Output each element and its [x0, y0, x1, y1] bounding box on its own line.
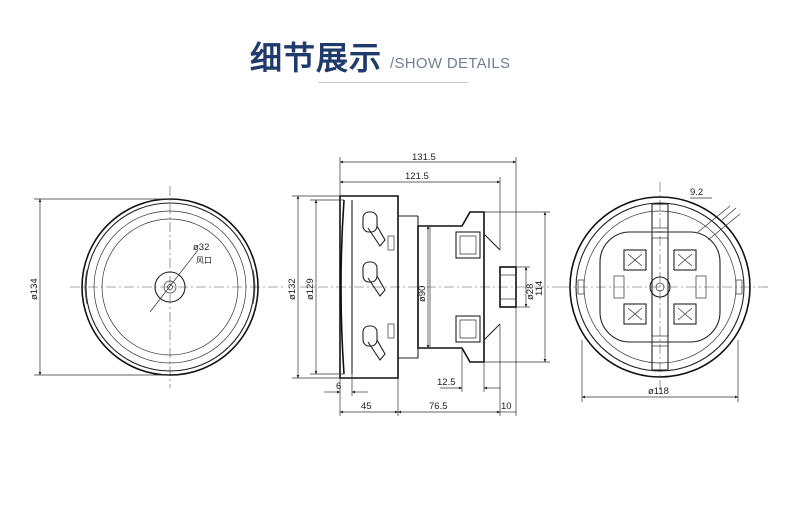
dim-12-5-label: 12.5 — [437, 377, 456, 388]
diameter-90-label: ø90 — [417, 286, 428, 302]
blade-slot-1 — [362, 211, 386, 247]
front-view: ø32 风口 ø134 — [29, 186, 286, 388]
dim-9-2-label: 9.2 — [690, 187, 703, 198]
diameter-118-label: ø118 — [648, 386, 669, 397]
brush-holder-bl — [623, 303, 647, 325]
diameter-28-label: ø28 — [525, 284, 536, 300]
dim-45-label: 45 — [361, 401, 372, 412]
diameter-129-label: ø129 — [305, 278, 316, 300]
brush-holder-tl — [623, 249, 647, 271]
diameter-132-label: ø132 — [287, 278, 298, 300]
brush-holder-tr — [673, 249, 697, 271]
length-body-label: 121.5 — [405, 171, 429, 182]
header-underline — [318, 82, 468, 83]
section-title-cn: 细节展示 — [250, 39, 383, 77]
brush-holder-br — [673, 303, 697, 325]
dim-10-label: 10 — [501, 401, 512, 412]
outer-diameter-label: ø134 — [29, 278, 40, 300]
dim-6-label: 6 — [336, 381, 341, 392]
blade-slot-3 — [362, 325, 386, 361]
length-total-label: 131.5 — [412, 152, 436, 163]
dim-76-5-label: 76.5 — [429, 401, 448, 412]
side-view: 131.5 121.5 ø132 ø129 ø90 ø28 114 6 — [287, 152, 560, 416]
section-title-en: /SHOW DETAILS — [390, 55, 511, 72]
blade-slot-2 — [362, 261, 386, 297]
rear-view: 9.2 ø118 — [560, 182, 770, 402]
inlet-diameter-label: ø32 — [193, 242, 209, 253]
inlet-caption: 风口 — [196, 256, 212, 265]
section-header: 细节展示 /SHOW DETAILS — [250, 40, 510, 76]
height-114-label: 114 — [534, 281, 545, 296]
